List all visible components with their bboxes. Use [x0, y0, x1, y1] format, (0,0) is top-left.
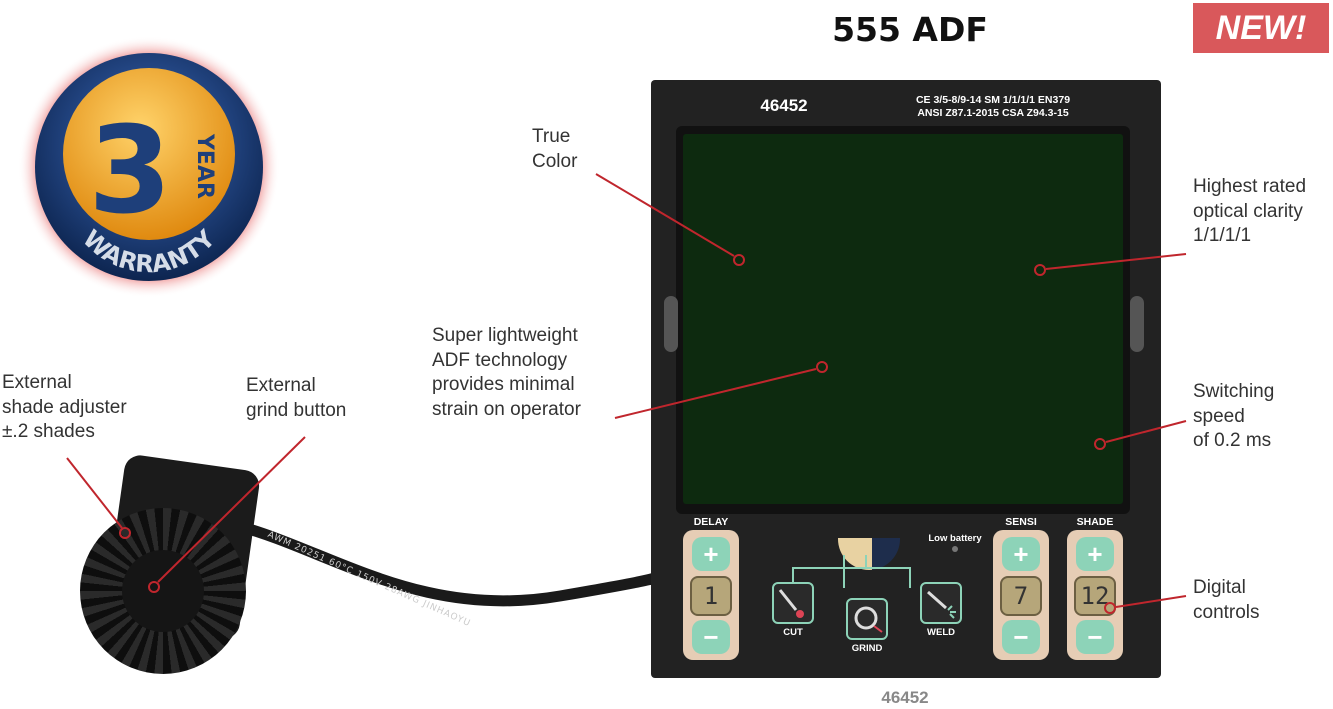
- grind-button[interactable]: [122, 550, 204, 632]
- callout-true-color: True Color: [532, 126, 578, 172]
- minus-icon: −: [1087, 621, 1103, 652]
- grind-mode-label: GRIND: [851, 643, 883, 654]
- warranty-unit: YEAR: [192, 133, 217, 199]
- weld-mode-button[interactable]: [920, 582, 962, 624]
- mode-connector-lines: [792, 555, 911, 588]
- grind-mode-button[interactable]: [846, 598, 888, 640]
- warranty-number: 3: [88, 102, 172, 241]
- callout-external-grind: External grind button: [246, 375, 347, 421]
- sensi-title: SENSI: [1005, 516, 1037, 528]
- cut-mode-button[interactable]: [772, 582, 814, 624]
- cert-line-2: ANSI Z87.1-2015 CSA Z94.3-15: [917, 107, 1069, 119]
- sensi-display: 7: [1000, 576, 1042, 616]
- delay-title: DELAY: [693, 516, 729, 528]
- sensi-up-button[interactable]: +: [1002, 537, 1040, 571]
- low-battery-indicator: [952, 546, 958, 552]
- cable: [233, 519, 661, 607]
- shade-title: SHADE: [1076, 516, 1114, 528]
- callout-lightweight: Super lightweight ADF technology provide…: [432, 325, 581, 420]
- adf-lens: [683, 134, 1123, 504]
- page-title: 555 ADF: [832, 10, 988, 49]
- new-badge: NEW!: [1193, 3, 1329, 53]
- shade-down-button[interactable]: −: [1076, 620, 1114, 654]
- callout-digital-controls: Digital controls: [1193, 577, 1260, 623]
- shade-up-button[interactable]: +: [1076, 537, 1114, 571]
- right-side-tab: [1130, 296, 1144, 352]
- warranty-seal: 3 YEAR WARRANTY: [18, 36, 280, 298]
- footer-model-number: 46452: [881, 688, 929, 707]
- callout-switching-speed: Switching speed of 0.2 ms: [1193, 381, 1275, 451]
- cert-line-1: CE 3/5-8/9-14 SM 1/1/1/1 EN379: [915, 94, 1071, 106]
- certification-text: CE 3/5-8/9-14 SM 1/1/1/1 EN379 ANSI Z87.…: [868, 94, 1118, 120]
- delay-down-button[interactable]: −: [692, 620, 730, 654]
- grind-wheel-icon: [854, 606, 883, 633]
- left-side-tab: [664, 296, 678, 352]
- delay-display: 1: [690, 576, 732, 616]
- plus-icon: +: [1013, 538, 1029, 569]
- minus-icon: −: [703, 621, 719, 652]
- cut-mode-label: CUT: [783, 627, 803, 638]
- plus-icon: +: [1087, 538, 1103, 569]
- sensi-down-button[interactable]: −: [1002, 620, 1040, 654]
- weld-torch-icon: [927, 590, 956, 619]
- delay-up-button[interactable]: +: [692, 537, 730, 571]
- cut-torch-icon: [778, 589, 804, 618]
- plus-icon: +: [703, 538, 719, 569]
- callout-optical-clarity: Highest rated optical clarity 1/1/1/1: [1193, 176, 1307, 246]
- shade-display: 12: [1074, 576, 1116, 616]
- weld-mode-label: WELD: [927, 627, 955, 638]
- minus-icon: −: [1013, 621, 1029, 652]
- adf-model-label: 46452: [760, 96, 808, 115]
- callout-external-shade: External shade adjuster ±.2 shades: [2, 372, 127, 442]
- low-battery-label: Low battery: [928, 533, 982, 544]
